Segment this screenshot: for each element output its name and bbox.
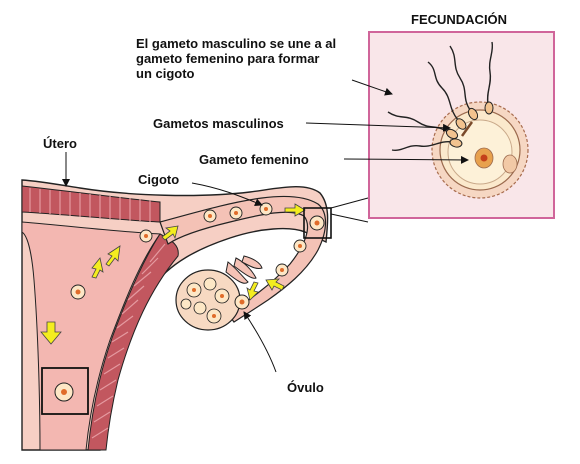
union-label: El gameto masculino se une a al gameto f… [136,36,337,81]
zygote-icon [309,215,325,231]
pointer-lines [62,79,469,373]
implant-highlight-box [41,367,89,415]
zygote-icon [70,284,86,300]
zygote-icon [203,209,217,223]
zygote-icon [54,382,74,402]
fimbriae [225,255,263,284]
zygote-icon [293,239,307,253]
yellow-arrow-icon [40,203,306,345]
ovum-label: Óvulo [287,380,324,395]
sperm-icon [387,41,494,152]
uterus-muscle-side [87,233,179,451]
uterus-cavity [21,221,161,451]
inset-title: FECUNDACIÓN [411,12,508,27]
zygote-path [70,202,307,300]
muscle-stripes-top [29,188,151,222]
male-gametes-label: Gametos masculinos [153,116,284,131]
muscle-stripes-side [91,243,166,439]
uterus [21,179,329,451]
tube-highlight-box [303,207,332,239]
female-gamete-label: Gameto femenino [199,152,309,167]
uterus-label: Útero [43,136,77,151]
zygote-icon [259,202,273,216]
zygote-label: Cigoto [138,172,180,187]
ovary [175,269,241,331]
ovum-icon [234,294,250,310]
zygote-icon [229,206,243,220]
zygote-icon [139,229,153,243]
fertilization-inset [368,31,555,219]
zygote-icon [275,263,289,277]
